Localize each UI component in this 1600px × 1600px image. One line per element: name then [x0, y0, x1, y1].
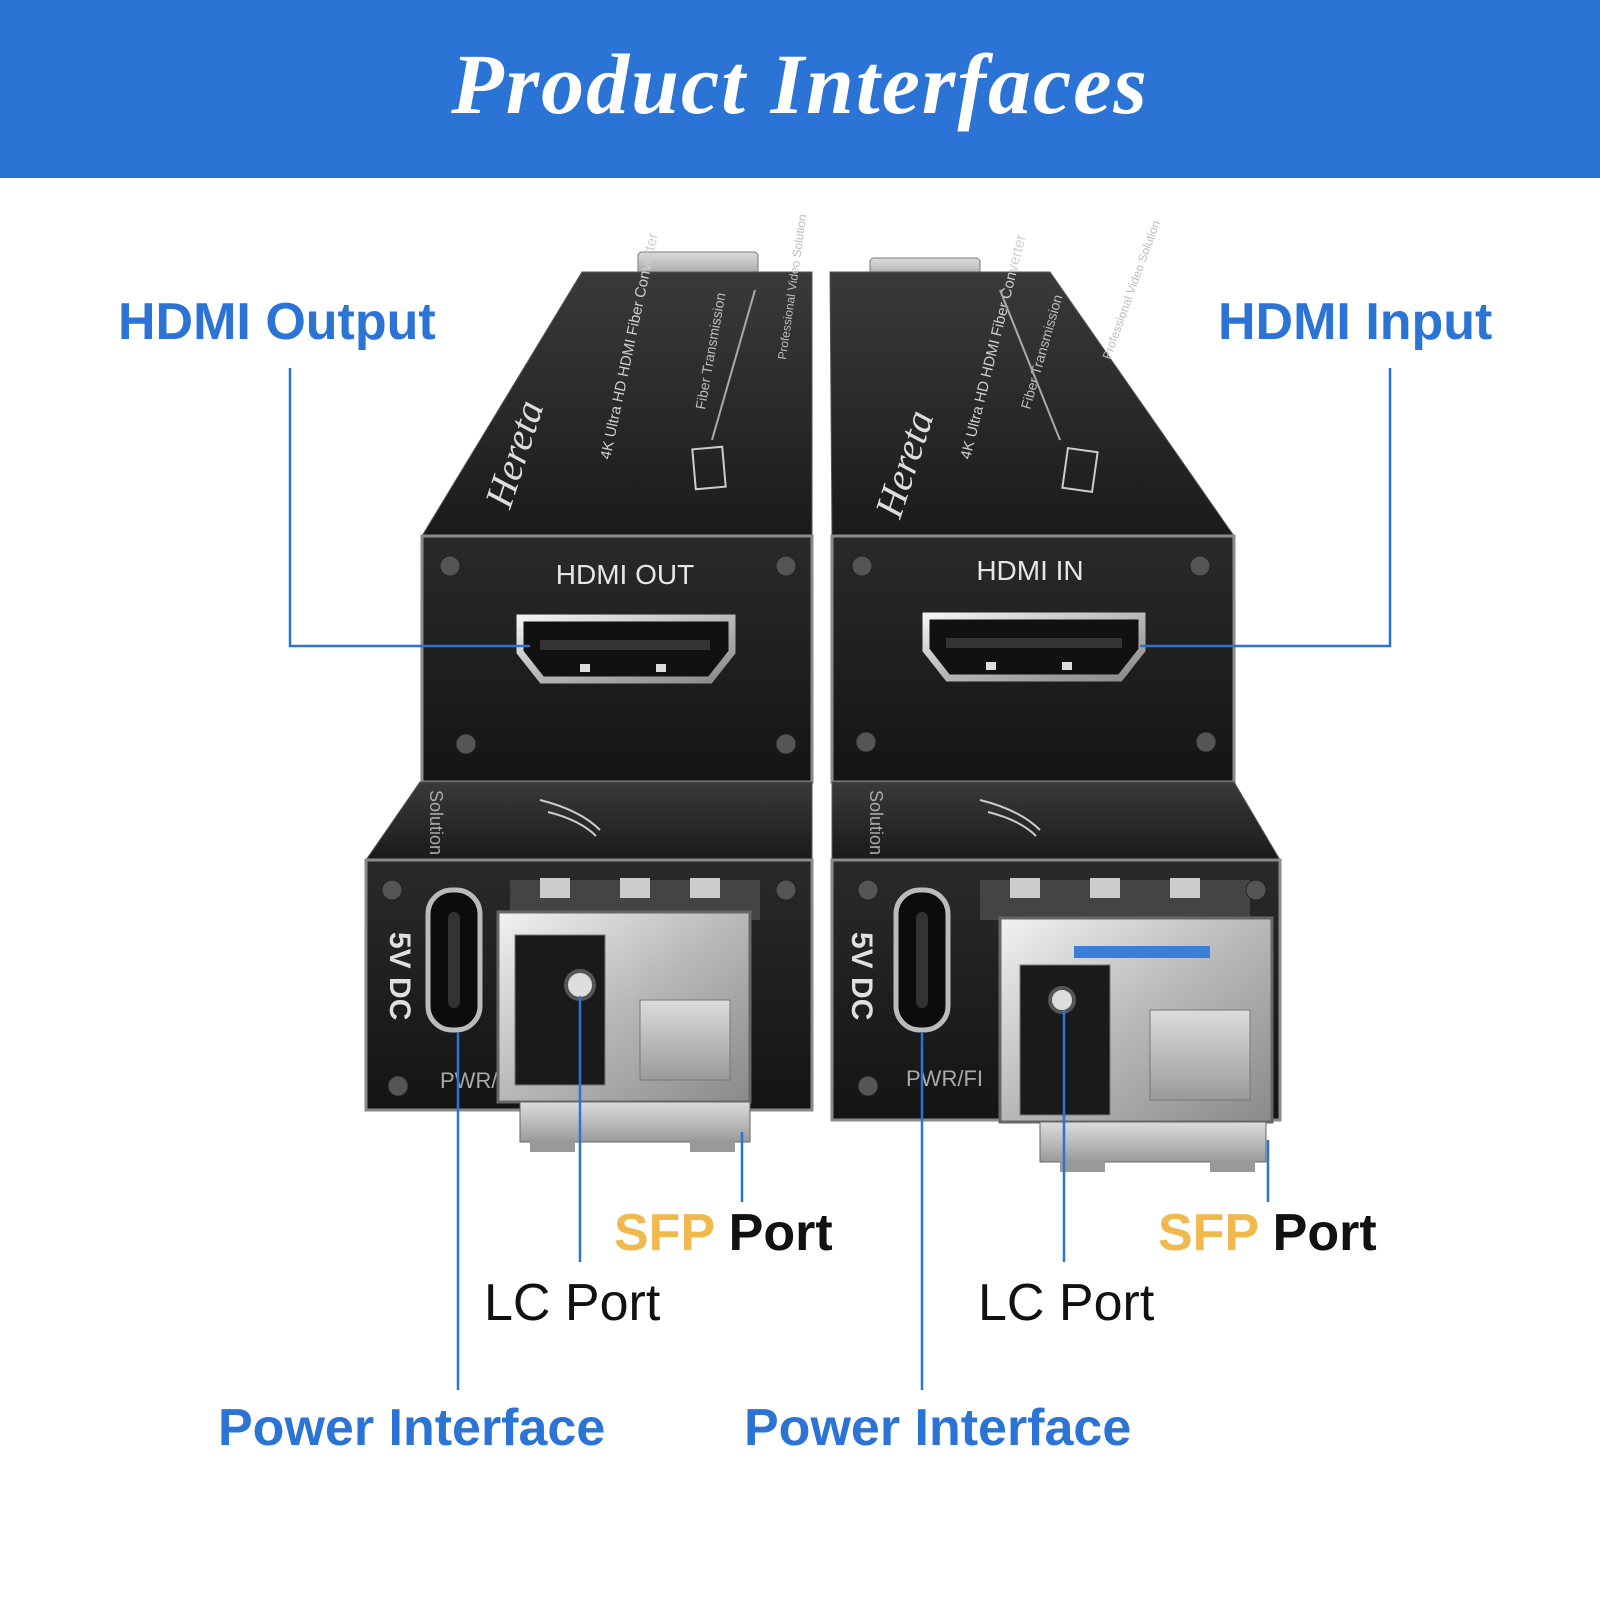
- power-label-left: 5V DC: [383, 932, 416, 1020]
- svg-text:Professional Video Solution: Professional Video Solution: [1100, 219, 1163, 361]
- power-interface-callout-left: Power Interface: [218, 1399, 606, 1457]
- svg-text:PWR/: PWR/: [440, 1068, 498, 1093]
- leader-hdmi-input: [1140, 368, 1392, 648]
- fiber-output-unit: Solution 5V DC PWR/: [364, 781, 814, 1152]
- lc-port-right: [1048, 986, 1076, 1014]
- hdmi-input-unit: Hereta 4K Ultra HD HDMI Fiber Converter …: [829, 219, 1236, 784]
- hdmi-out-label: HDMI OUT: [556, 559, 694, 590]
- lc-port-left: [564, 969, 596, 1001]
- port-word-left: Port: [728, 1204, 833, 1262]
- hdmi-output-unit: Hereta 4K Ultra HD HDMI Fiber Converter …: [420, 213, 814, 784]
- sfp-accent-right: SFP: [1158, 1204, 1259, 1262]
- power-interface-callout-right: Power Interface: [744, 1399, 1132, 1457]
- sfp-accent-left: SFP: [614, 1204, 715, 1262]
- port-word-right: Port: [1272, 1204, 1377, 1262]
- power-label-right: 5V DC: [845, 932, 878, 1020]
- svg-text:Solution: Solution: [866, 790, 886, 855]
- leader-lines: [288, 368, 1392, 1390]
- hdmi-output-callout: HDMI Output: [118, 293, 436, 351]
- title-banner: Product Interfaces: [0, 0, 1600, 178]
- lc-port-callout-right: LC Port: [978, 1274, 1155, 1332]
- svg-text:Solution: Solution: [426, 790, 446, 855]
- fiber-input-unit: Solution 5V DC PWR/FI: [830, 781, 1282, 1172]
- sfp-port-callout-left: SFP Port: [614, 1203, 833, 1263]
- page-title: Product Interfaces: [451, 36, 1149, 132]
- svg-text:PWR/FI: PWR/FI: [906, 1066, 983, 1091]
- hdmi-input-callout: HDMI Input: [1218, 293, 1493, 351]
- sfp-port-callout-right: SFP Port: [1158, 1203, 1377, 1263]
- leader-hdmi-output: [288, 368, 530, 648]
- hdmi-in-label: HDMI IN: [976, 555, 1083, 586]
- lc-port-callout-left: LC Port: [484, 1274, 661, 1332]
